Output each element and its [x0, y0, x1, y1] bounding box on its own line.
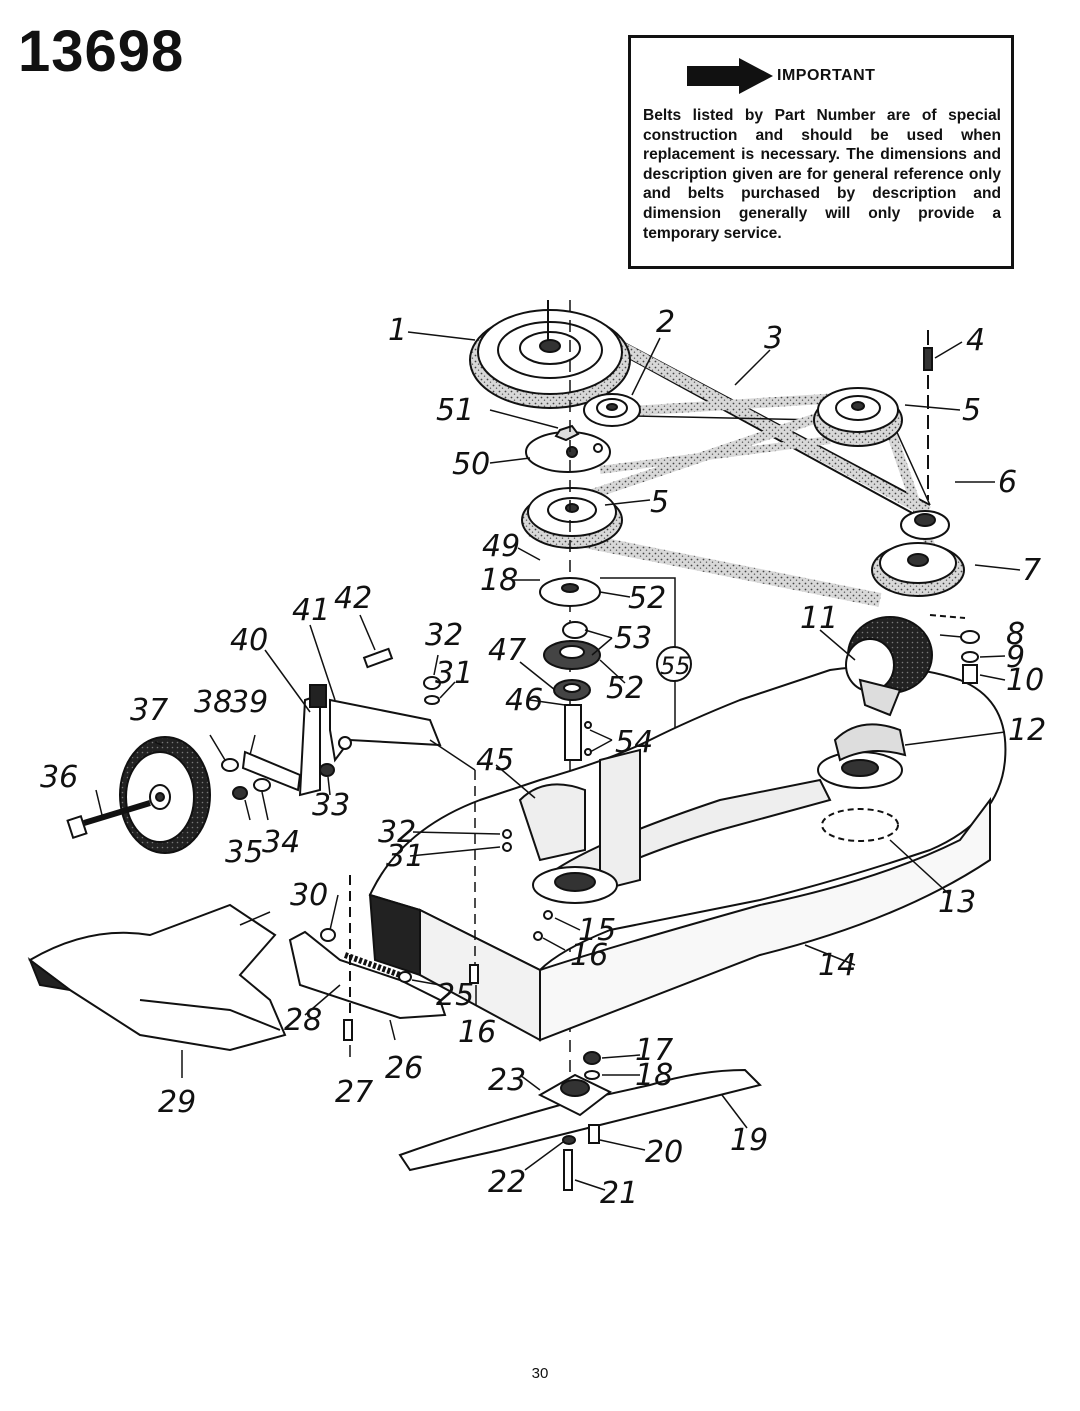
callout-32-lower: 32: [378, 815, 416, 850]
callout-35: 35: [225, 835, 263, 870]
support-plate-50: [525, 424, 611, 473]
spindle-assembly: [539, 577, 601, 761]
callout-12: 12: [1008, 713, 1046, 748]
idler-pulley-small: [583, 393, 641, 427]
callout-31-upper: 31: [435, 656, 473, 691]
height-adjuster-assembly: [221, 647, 442, 800]
important-notice-box: IMPORTANT Belts listed by Part Number ar…: [628, 35, 1014, 269]
callout-33: 33: [312, 788, 350, 823]
pulley-right-upper: [813, 387, 903, 447]
notice-header: IMPORTANT: [687, 56, 1001, 96]
callout-32-upper: 32: [425, 618, 463, 653]
callout-52-upper: 52: [628, 581, 666, 616]
wheel-37: [119, 736, 211, 854]
model-number: 13698: [18, 19, 185, 84]
callout-13: 13: [938, 885, 976, 920]
callout-37: 37: [130, 693, 168, 728]
callout-26: 26: [385, 1051, 423, 1086]
bolt-36: [66, 800, 151, 839]
callout-47: 47: [488, 633, 526, 668]
notice-text: Belts listed by Part Number are of speci…: [643, 107, 1001, 242]
deck-fasteners: [469, 829, 553, 984]
page-number: 30: [531, 1365, 549, 1382]
chute-bracket-assembly: [288, 875, 447, 1041]
deck-housing: [368, 665, 1007, 1042]
callout-34: 34: [262, 825, 300, 860]
hardware-8-9-10: [929, 614, 980, 684]
callout-5-lower: 5: [650, 485, 669, 520]
arrow-right-icon: [687, 58, 773, 94]
callout-14: 14: [818, 948, 856, 983]
discharge-chute-29: [27, 903, 287, 1052]
callout-3: 3: [764, 321, 783, 356]
pulley-left-lower: [521, 487, 623, 549]
drive-pulley: [469, 300, 631, 409]
callout-18-lower: 18: [635, 1058, 673, 1093]
callout-19: 19: [730, 1123, 768, 1158]
callout-8: 8: [1006, 617, 1025, 652]
callout-42: 42: [334, 581, 372, 616]
callout-27: 27: [335, 1075, 373, 1110]
idler-pulley-right: [900, 510, 950, 540]
callout-21: 21: [600, 1176, 638, 1211]
callout-labels: 1 2 3 4 5 5 6 7 8 9 10 11 12 13 14 15 16…: [40, 305, 1046, 1211]
callout-50: 50: [452, 447, 490, 482]
callout-29: 29: [158, 1085, 196, 1120]
callout-46: 46: [505, 683, 543, 718]
callout-15: 15: [578, 913, 616, 948]
notice-title: IMPORTANT: [777, 67, 876, 84]
callout-53: 53: [614, 621, 652, 656]
callout-38: 38: [194, 685, 232, 720]
callout-25: 25: [436, 978, 474, 1013]
callout-22: 22: [488, 1165, 526, 1200]
gauge-wheel-11: [845, 616, 933, 717]
callout-20: 20: [645, 1135, 683, 1170]
callout-49: 49: [482, 529, 520, 564]
callout-41: 41: [292, 593, 330, 628]
blade-assembly: [398, 1051, 762, 1191]
pin-4: [923, 330, 933, 500]
callout-1: 1: [388, 313, 407, 348]
callout-36: 36: [40, 760, 78, 795]
callout-10: 10: [1006, 663, 1044, 698]
callout-16-left: 16: [458, 1015, 496, 1050]
pulley-7: [871, 542, 965, 597]
callout-55: 55: [660, 652, 691, 680]
callout-11: 11: [800, 601, 838, 636]
callout-31-lower: 31: [386, 839, 424, 874]
callout-9: 9: [1006, 640, 1025, 675]
callout-18-upper: 18: [480, 563, 518, 598]
callout-6: 6: [998, 465, 1017, 500]
leader-41-deck: [429, 739, 476, 771]
callout-23: 23: [488, 1063, 526, 1098]
leader-lines: [95, 331, 1021, 1191]
callout-55-circle: [656, 646, 692, 682]
callout-52-lower: 52: [606, 671, 644, 706]
callout-54: 54: [615, 725, 653, 760]
callout-39: 39: [230, 685, 268, 720]
callout-40: 40: [230, 623, 268, 658]
callout-5-upper: 5: [962, 393, 981, 428]
callout-28: 28: [284, 1003, 322, 1038]
callout-16-right: 16: [570, 938, 608, 973]
callout-51: 51: [436, 393, 474, 428]
callout-4: 4: [966, 323, 985, 358]
callout-45: 45: [476, 743, 514, 778]
callout-2: 2: [656, 305, 675, 340]
callout-30: 30: [290, 878, 328, 913]
callout-17: 17: [635, 1033, 673, 1068]
callout-7: 7: [1022, 553, 1041, 588]
